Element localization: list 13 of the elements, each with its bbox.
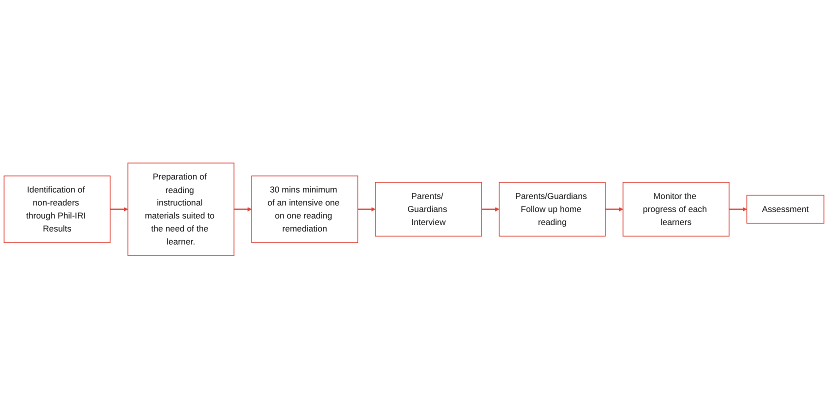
arrow — [482, 207, 500, 212]
node-box: Parents/ Guardians Interview — [375, 182, 482, 237]
arrow — [110, 207, 128, 212]
arrow — [234, 207, 252, 212]
node-box: Monitor the progress of each learners — [622, 182, 730, 237]
arrow — [358, 207, 376, 212]
node-box: Parents/Guardians Follow up home reading — [498, 182, 606, 237]
node-box: Identification of non-readers through Phil-IRI Results — [4, 176, 111, 244]
arrow — [729, 207, 748, 212]
node-box: 30 mins minimum of an intensive one on one reading remediation — [251, 176, 358, 244]
arrow — [605, 207, 624, 212]
node-box: Preparation of reading instructional materials suited to the need of the learner. — [128, 162, 234, 256]
node-box: Assessment — [746, 195, 824, 224]
